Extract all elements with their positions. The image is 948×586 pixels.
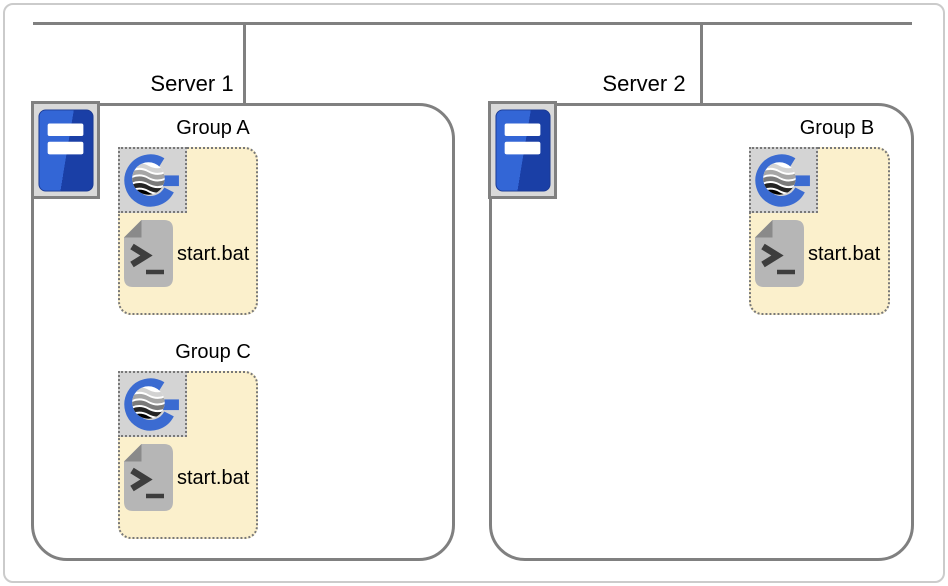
batch-file-icon <box>755 220 804 287</box>
canvas-frame <box>3 3 945 583</box>
geoserver-logo-icon <box>122 151 183 210</box>
geoserver-logo-icon <box>122 375 183 434</box>
group-a-label: Group A <box>176 117 250 139</box>
group-c-script-filename: start.bat <box>177 467 250 489</box>
group-c-logo-tile <box>118 371 187 437</box>
connector-line-server2 <box>700 22 703 104</box>
server-1-icon-plate <box>31 101 100 199</box>
batch-file-icon <box>124 444 173 511</box>
server-tower-icon <box>38 108 94 193</box>
group-b-label: Group B <box>799 117 875 139</box>
geoserver-logo-icon <box>753 151 814 210</box>
group-a-script-filename: start.bat <box>177 243 250 265</box>
server-2-icon-plate <box>488 101 557 199</box>
batch-file-icon <box>124 220 173 287</box>
group-a-logo-tile <box>118 147 187 213</box>
server-2-label: Server 2 <box>602 71 686 96</box>
connector-line-server1 <box>243 22 246 104</box>
server-tower-icon <box>495 108 551 193</box>
server-1-label: Server 1 <box>150 71 234 96</box>
connector-line-top <box>33 22 912 25</box>
group-c-label: Group C <box>175 341 251 363</box>
group-b-script-filename: start.bat <box>808 243 881 265</box>
group-b-logo-tile <box>749 147 818 213</box>
